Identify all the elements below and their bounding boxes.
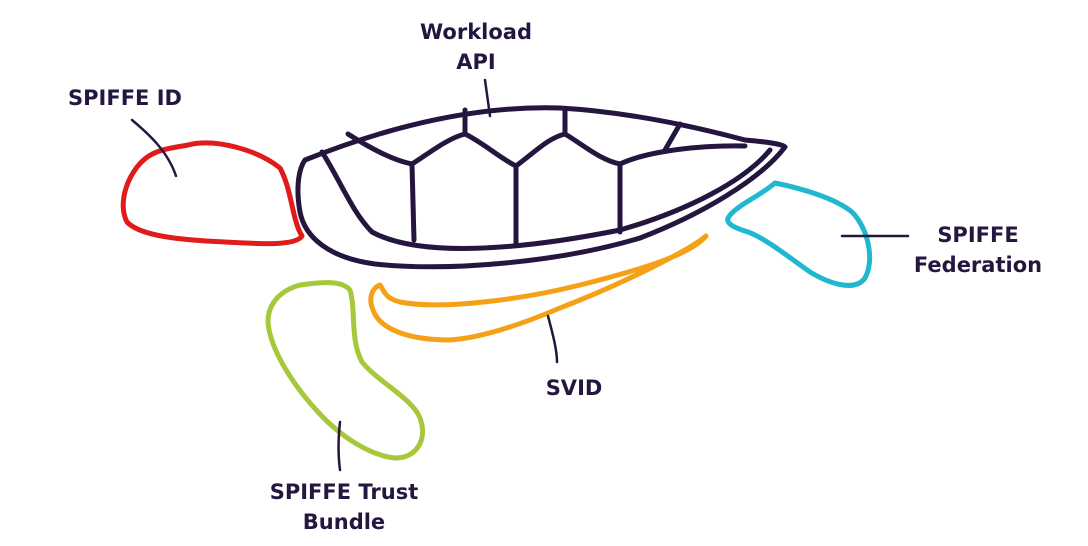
shell-scute-zigzag	[345, 131, 748, 169]
turtle-front-flipper	[725, 180, 873, 288]
turtle-plastron	[368, 233, 709, 343]
label-svid: SVID	[534, 373, 614, 403]
label-spiffe-trust-bundle: SPIFFE Trust Bundle	[244, 477, 444, 537]
label-workload-api-line1: Workload	[420, 20, 532, 44]
label-svid-line1: SVID	[545, 376, 603, 400]
label-spiffe-federation: SPIFFE Federation	[896, 220, 1060, 280]
label-spiffe-id-line1: SPIFFE ID	[68, 86, 182, 110]
label-spiffe-id: SPIFFE ID	[50, 83, 200, 113]
label-spiffe-federation-line2: Federation	[913, 253, 1043, 277]
shell-inner-line	[319, 147, 773, 251]
label-spiffe-federation-line1: SPIFFE	[937, 223, 1019, 247]
turtle-rear-flipper	[265, 280, 425, 461]
leader-spiffe-id	[130, 118, 178, 178]
turtle-shell	[295, 105, 788, 270]
label-spiffe-trust-bundle-line1: SPIFFE Trust	[269, 480, 419, 504]
shell-dividers	[409, 107, 683, 248]
turtle-head	[120, 140, 305, 247]
leader-svid	[546, 314, 559, 364]
label-workload-api: Workload API	[408, 17, 544, 77]
leader-workload-api	[483, 78, 492, 118]
label-spiffe-trust-bundle-line2: Bundle	[302, 510, 386, 534]
label-workload-api-line2: API	[456, 50, 496, 74]
leader-trust-bundle	[337, 420, 342, 472]
